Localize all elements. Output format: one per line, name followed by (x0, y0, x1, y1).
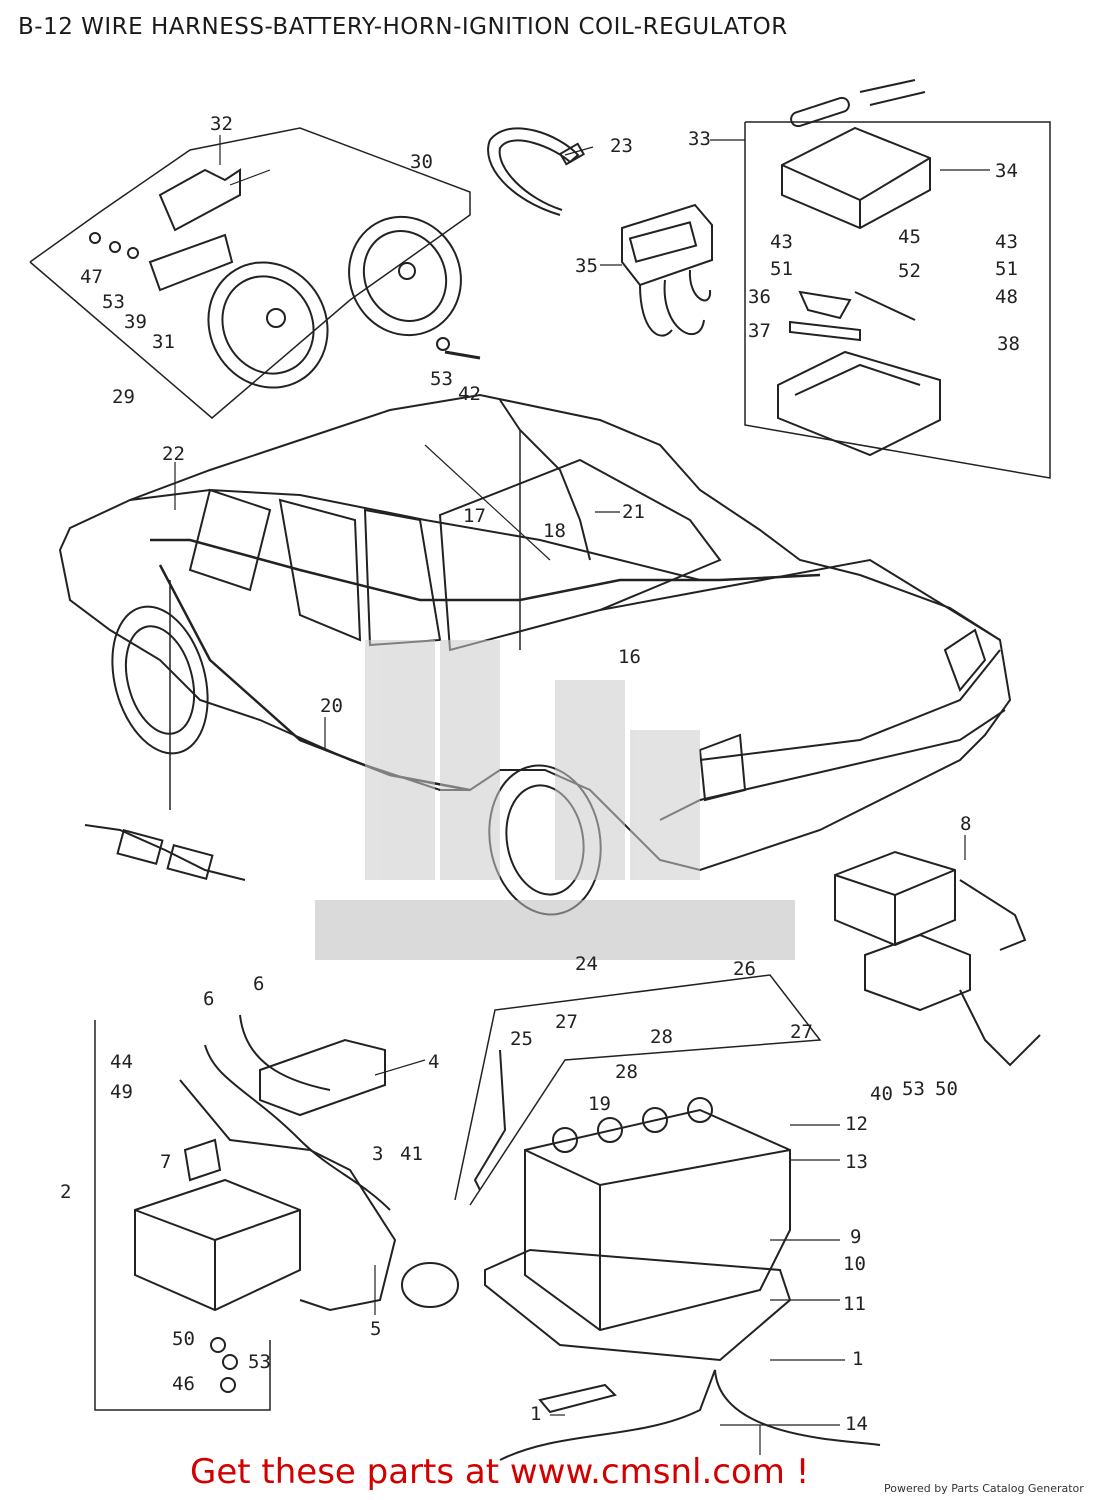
callout-18: 18 (543, 520, 566, 542)
powered-by-text: Powered by Parts Catalog Generator (884, 1482, 1084, 1495)
callout-27a: 27 (555, 1011, 578, 1033)
callout-50b: 50 (172, 1328, 195, 1350)
callout-45: 45 (898, 226, 921, 248)
callout-52: 52 (898, 260, 921, 282)
callout-20: 20 (320, 695, 343, 717)
callout-51b: 51 (995, 258, 1018, 280)
callout-1b: 1 (530, 1403, 541, 1425)
callout-26: 26 (733, 958, 756, 980)
ignition-coil-group-icon (94, 1014, 459, 1411)
battery-icon (454, 974, 881, 1461)
connector-icon (84, 824, 246, 881)
callout-53c: 53 (902, 1078, 925, 1100)
page-title: B-12 WIRE HARNESS-BATTERY-HORN-IGNITION … (18, 14, 788, 40)
callout-31: 31 (152, 331, 175, 353)
callout-25: 25 (510, 1028, 533, 1050)
callout-30: 30 (410, 151, 433, 173)
callout-46: 46 (172, 1373, 195, 1395)
callout-49: 49 (110, 1081, 133, 1103)
callout-6a: 6 (203, 988, 214, 1010)
callout-22: 22 (162, 443, 185, 465)
callout-29: 29 (112, 386, 135, 408)
callout-36: 36 (748, 286, 771, 308)
relay-icon (621, 203, 713, 337)
callout-6b: 6 (253, 973, 264, 995)
callout-48a: 48 (995, 286, 1018, 308)
callout-1a: 1 (852, 1348, 863, 1370)
callout-44: 44 (110, 1051, 133, 1073)
callout-35: 35 (575, 255, 598, 277)
callout-32: 32 (210, 113, 233, 135)
callout-43b: 43 (995, 231, 1018, 253)
callout-51a: 51 (770, 258, 793, 280)
callout-43a: 43 (770, 231, 793, 253)
callout-17: 17 (463, 505, 486, 527)
callout-33: 33 (688, 128, 711, 150)
callout-9: 9 (850, 1226, 861, 1248)
fuse-box-group-icon (744, 79, 1051, 479)
callout-38: 38 (997, 333, 1020, 355)
callout-23: 23 (610, 135, 633, 157)
callout-41: 41 (400, 1143, 423, 1165)
callout-39: 39 (124, 311, 147, 333)
callout-42: 42 (458, 383, 481, 405)
car-body-icon (58, 393, 1012, 916)
callout-27b: 27 (790, 1021, 813, 1043)
callout-10: 10 (843, 1253, 866, 1275)
callout-7: 7 (160, 1151, 171, 1173)
callout-3: 3 (372, 1143, 383, 1165)
horn-assembly-icon (29, 127, 481, 419)
callout-37: 37 (748, 320, 771, 342)
callout-24: 24 (575, 953, 598, 975)
callout-19: 19 (588, 1093, 611, 1115)
callout-47: 47 (80, 266, 103, 288)
callout-28b: 28 (615, 1061, 638, 1083)
callout-11: 11 (843, 1293, 866, 1315)
callout-5: 5 (370, 1318, 381, 1340)
callout-53a: 53 (102, 291, 125, 313)
callout-13: 13 (845, 1151, 868, 1173)
callout-53b: 53 (430, 368, 453, 390)
callout-50a: 50 (935, 1078, 958, 1100)
callout-21: 21 (622, 501, 645, 523)
callout-4: 4 (428, 1051, 439, 1073)
callout-34: 34 (995, 160, 1018, 182)
callout-8: 8 (960, 813, 971, 835)
cta-link[interactable]: Get these parts at www.cmsnl.com ! (190, 1452, 810, 1492)
clamp-icon (487, 127, 586, 216)
regulator-icon (834, 850, 1041, 1067)
watermark-pattern (315, 640, 795, 960)
callout-2: 2 (60, 1181, 71, 1203)
callout-40: 40 (870, 1083, 893, 1105)
callout-28a: 28 (650, 1026, 673, 1048)
callout-16: 16 (618, 646, 641, 668)
callout-53d: 53 (248, 1351, 271, 1373)
callout-14: 14 (845, 1413, 868, 1435)
callout-12: 12 (845, 1113, 868, 1135)
